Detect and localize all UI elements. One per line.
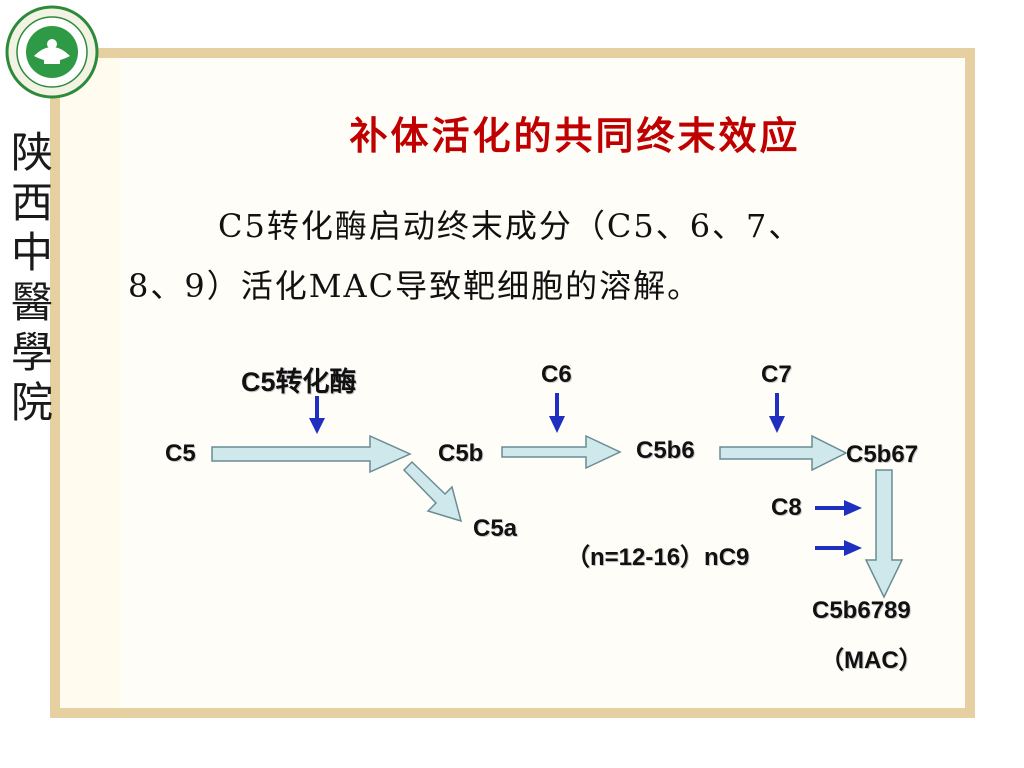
input-label-c6: C6 (541, 361, 572, 388)
school-char: 院 (10, 378, 53, 427)
input-arrow-c9 (815, 540, 862, 556)
vertical-school-name: 陕 西 中 醫 學 院 (4, 128, 60, 428)
block-arrow-c5b-to-c5b6 (501, 434, 622, 470)
input-label-c7: C7 (761, 361, 792, 388)
input-label-convertase: C5转化酶 (241, 367, 357, 397)
input-arrow-c7 (769, 393, 785, 433)
school-char: 醫 (10, 278, 53, 327)
school-char: 學 (10, 328, 53, 377)
slide-panel (60, 58, 965, 708)
node-c5a: C5a (473, 515, 518, 542)
school-char: 陕 (10, 128, 53, 177)
slide-title: 补体活化的共同终末效应 (349, 113, 801, 158)
node-c5b67: C5b67 (846, 441, 919, 468)
school-char: 西 (10, 178, 53, 227)
input-arrow-convertase (309, 396, 325, 434)
paragraph-line: C5转化酶启动终末成分（C5、6、7、 (218, 207, 803, 245)
panel-left-strip (60, 58, 120, 708)
node-c5b6789: C5b6789 (812, 597, 911, 624)
input-arrow-c6 (549, 393, 565, 433)
slide-paragraph: C5转化酶启动终末成分（C5、6、7、 8、9）活化MAC导致靶细胞的溶解。 (128, 196, 1008, 316)
node-mac: （MAC） (820, 647, 923, 674)
block-arrow-c5b67-to-mac (864, 469, 904, 599)
school-emblem-icon (5, 5, 99, 99)
node-c5b: C5b (438, 440, 484, 467)
node-c5b6: C5b6 (636, 437, 695, 464)
block-arrow-c5b-to-c5a (402, 460, 463, 523)
block-arrow-c5b6-to-c5b67 (719, 434, 848, 472)
school-char: 中 (10, 228, 53, 277)
input-arrow-c8 (815, 500, 862, 516)
input-label-c9: （n=12-16）nC9 (566, 544, 750, 571)
paragraph-line: 8、9）活化MAC导致靶细胞的溶解。 (128, 267, 702, 305)
input-label-c8: C8 (771, 494, 802, 521)
block-arrow-c5-to-c5b (211, 434, 412, 474)
node-c5: C5 (165, 440, 196, 467)
